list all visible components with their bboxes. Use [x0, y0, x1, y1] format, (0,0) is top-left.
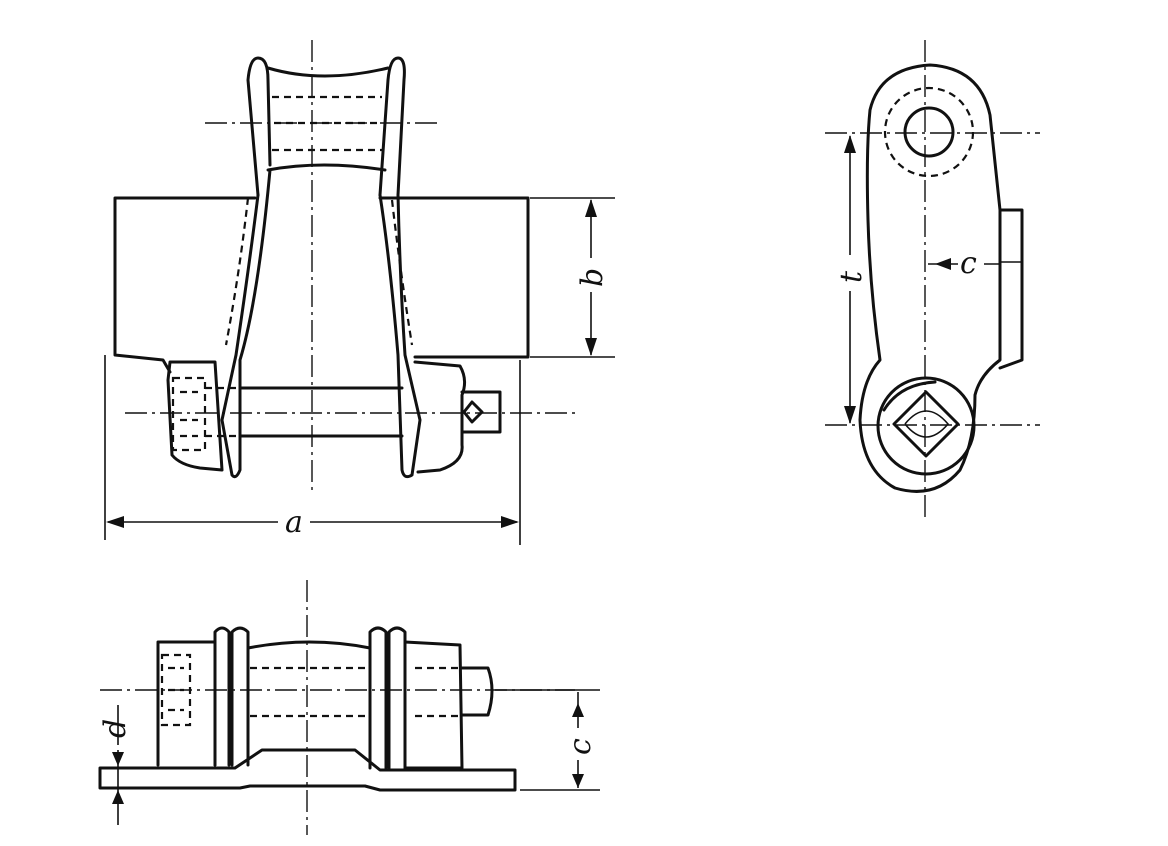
bottom-base-plate — [98, 748, 517, 792]
bottom-right-washer-hidden — [415, 666, 462, 718]
left-side-bar-hidden — [224, 197, 250, 346]
top-barrel-right-flange — [378, 56, 406, 197]
cotter-pin — [462, 400, 484, 424]
right-pin-end — [460, 390, 502, 434]
bottom-right-pin-end — [460, 666, 494, 717]
dim-c-bottom-label: c — [563, 738, 598, 755]
dim-c-side-label: c — [960, 246, 977, 281]
right-side-bar — [378, 193, 422, 479]
dim-a-arrow-right — [501, 516, 519, 528]
dim-b-arrow-bottom — [585, 338, 597, 356]
bottom-right-flange-1 — [368, 626, 388, 770]
side-square-pin — [892, 390, 960, 458]
left-pin-head — [166, 360, 224, 472]
top-barrel-body — [266, 66, 390, 172]
right-side-bar-hidden — [390, 199, 414, 346]
side-attachment-tab — [998, 208, 1024, 370]
dim-t-arrow-bottom — [844, 406, 856, 424]
side-view: t c — [825, 40, 1040, 520]
dim-a-arrow-left — [106, 516, 124, 528]
front-view: a b — [104, 40, 615, 545]
dim-t-label: t — [834, 270, 869, 283]
bottom-view: d c — [98, 580, 600, 835]
dim-c-bottom-arrow-bottom — [572, 774, 584, 788]
side-bottom-hole-inner — [882, 380, 937, 412]
dim-d-label: d — [98, 719, 133, 738]
bottom-left-pin-head-hidden — [160, 653, 192, 727]
dim-a-label: a — [285, 505, 303, 540]
dim-d-arrow-bottom — [112, 790, 124, 804]
top-barrel-left-flange — [246, 56, 272, 197]
dim-b-arrow-top — [585, 199, 597, 217]
pin-body — [238, 386, 404, 438]
left-side-bar — [220, 168, 272, 479]
side-square-pin-arc — [904, 410, 950, 438]
dim-b-label: b — [575, 268, 610, 287]
side-link-outline — [858, 63, 1002, 493]
side-top-bore — [903, 106, 955, 158]
left-pin-head-hidden — [171, 376, 207, 452]
flight-plate-left — [113, 196, 257, 374]
dim-c-side-arrow — [935, 258, 951, 270]
bottom-barrel-hidden — [250, 666, 368, 718]
right-washer — [413, 360, 467, 474]
flight-plate-right — [378, 196, 530, 359]
pin-hidden — [205, 386, 240, 438]
bottom-left-pin-head — [156, 640, 217, 767]
bottom-right-washer — [403, 640, 464, 770]
dim-t-arrow-top — [844, 135, 856, 153]
bottom-barrel — [246, 640, 372, 752]
top-barrel-hidden-bore — [272, 95, 382, 152]
bottom-right-flange-2 — [387, 626, 407, 770]
bottom-left-flange-1 — [213, 626, 231, 767]
dim-c-bottom-arrow-top — [572, 703, 584, 717]
bottom-left-flange-2 — [230, 626, 250, 767]
side-bottom-hole — [876, 376, 976, 476]
dim-d-arrow-top — [112, 752, 124, 766]
side-top-bore-hidden — [883, 86, 975, 178]
